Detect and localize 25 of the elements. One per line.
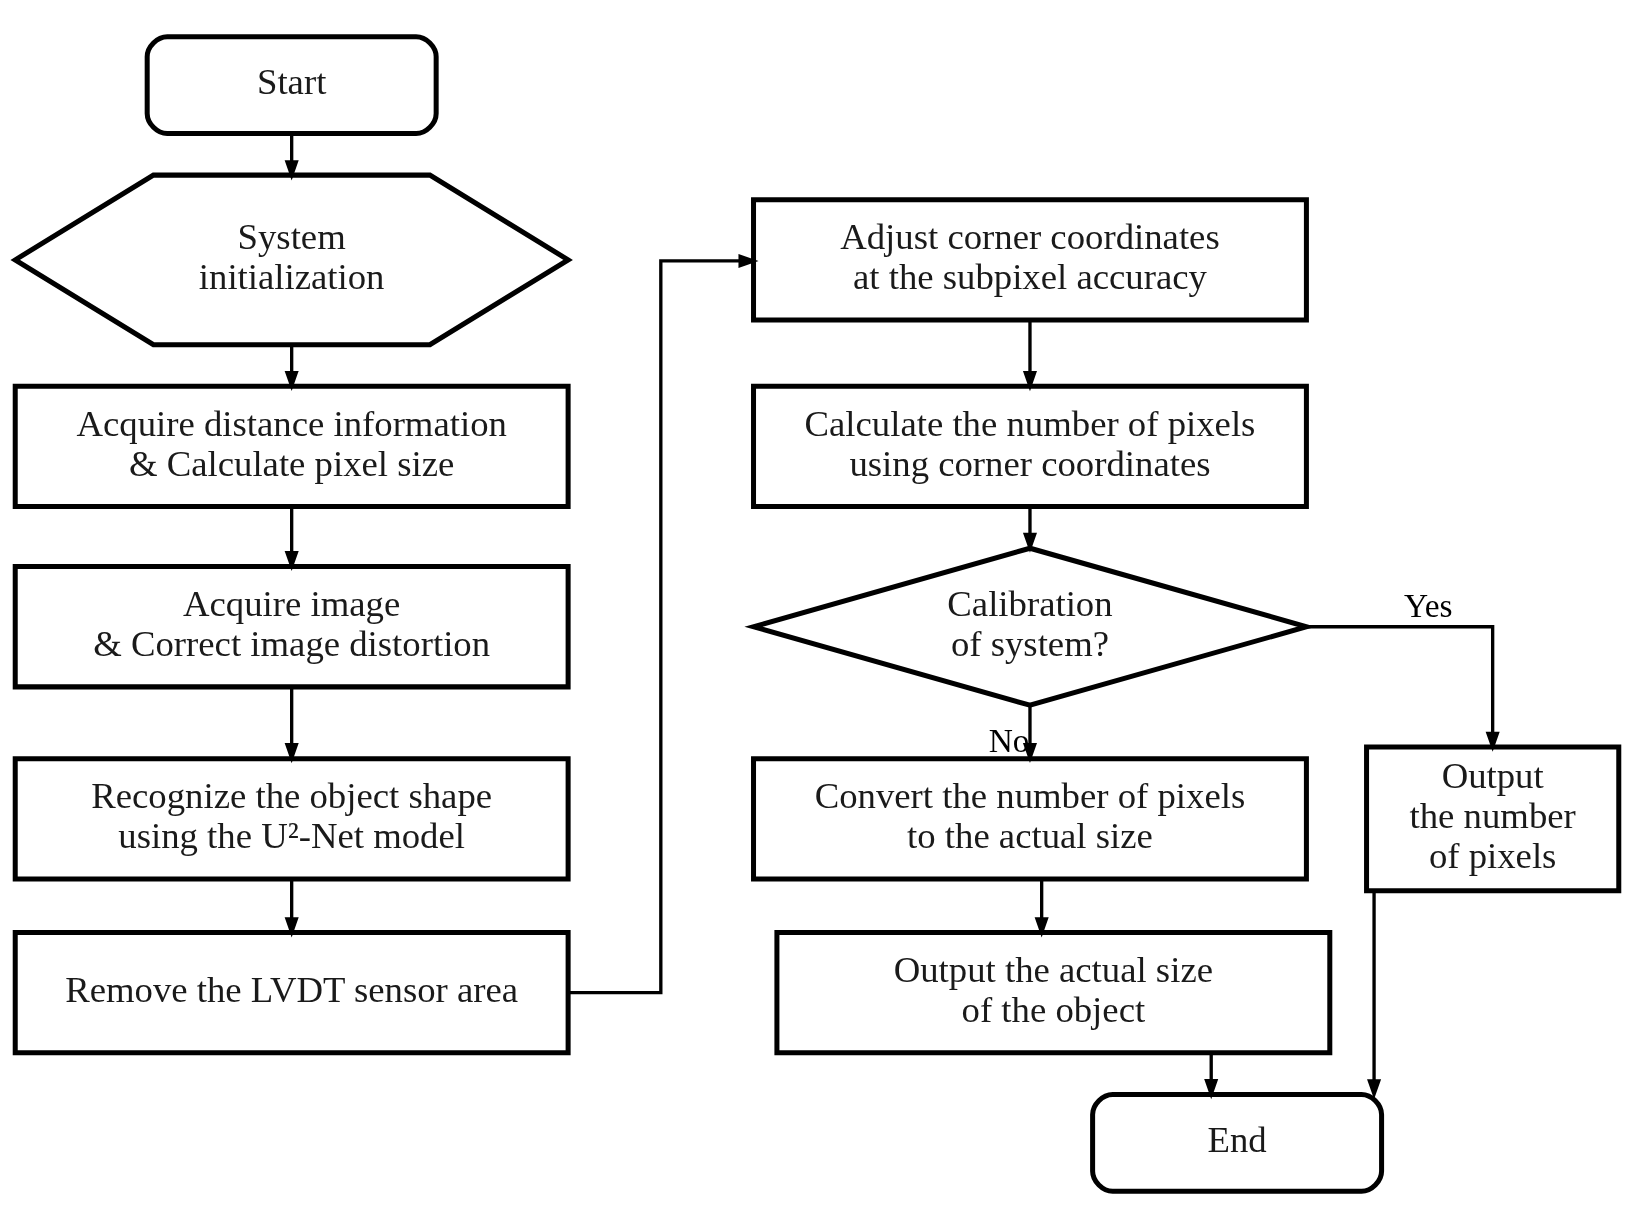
node-box: Acquire image & Correct image distortion xyxy=(12,563,571,689)
node-box: Output the actual size of the object xyxy=(774,929,1333,1055)
arrow xyxy=(284,133,299,180)
node-box: Start xyxy=(144,33,439,136)
arrow xyxy=(1307,624,1500,752)
node-box: Acquire distance information & Calculate pixel size xyxy=(12,383,571,509)
node-box: Calculate the number of pixels using corner coordinates xyxy=(751,383,1309,509)
node-box: Recognize the object shape using the U²-Net model xyxy=(12,755,571,881)
arrow xyxy=(284,344,299,391)
arrow xyxy=(1022,319,1037,391)
arrow xyxy=(1034,878,1049,937)
node-box: Remove the LVDT sensor area xyxy=(12,929,571,1055)
node-box: Convert the number of pixels to the actual size xyxy=(751,755,1309,881)
node-box: Adjust corner coordinates at the subpixel accuracy xyxy=(751,196,1309,323)
arrow xyxy=(1022,704,1037,763)
arrow xyxy=(568,253,759,994)
arrow xyxy=(284,878,299,937)
node-box: End xyxy=(1090,1091,1385,1194)
arrow xyxy=(1367,890,1382,1099)
arrow xyxy=(284,506,299,571)
edge-label: Yes xyxy=(1403,586,1453,624)
arrow xyxy=(1022,506,1037,553)
arrow xyxy=(1204,1052,1219,1099)
arrow xyxy=(284,686,299,763)
node-box: Output the number of pixels xyxy=(1364,744,1622,893)
